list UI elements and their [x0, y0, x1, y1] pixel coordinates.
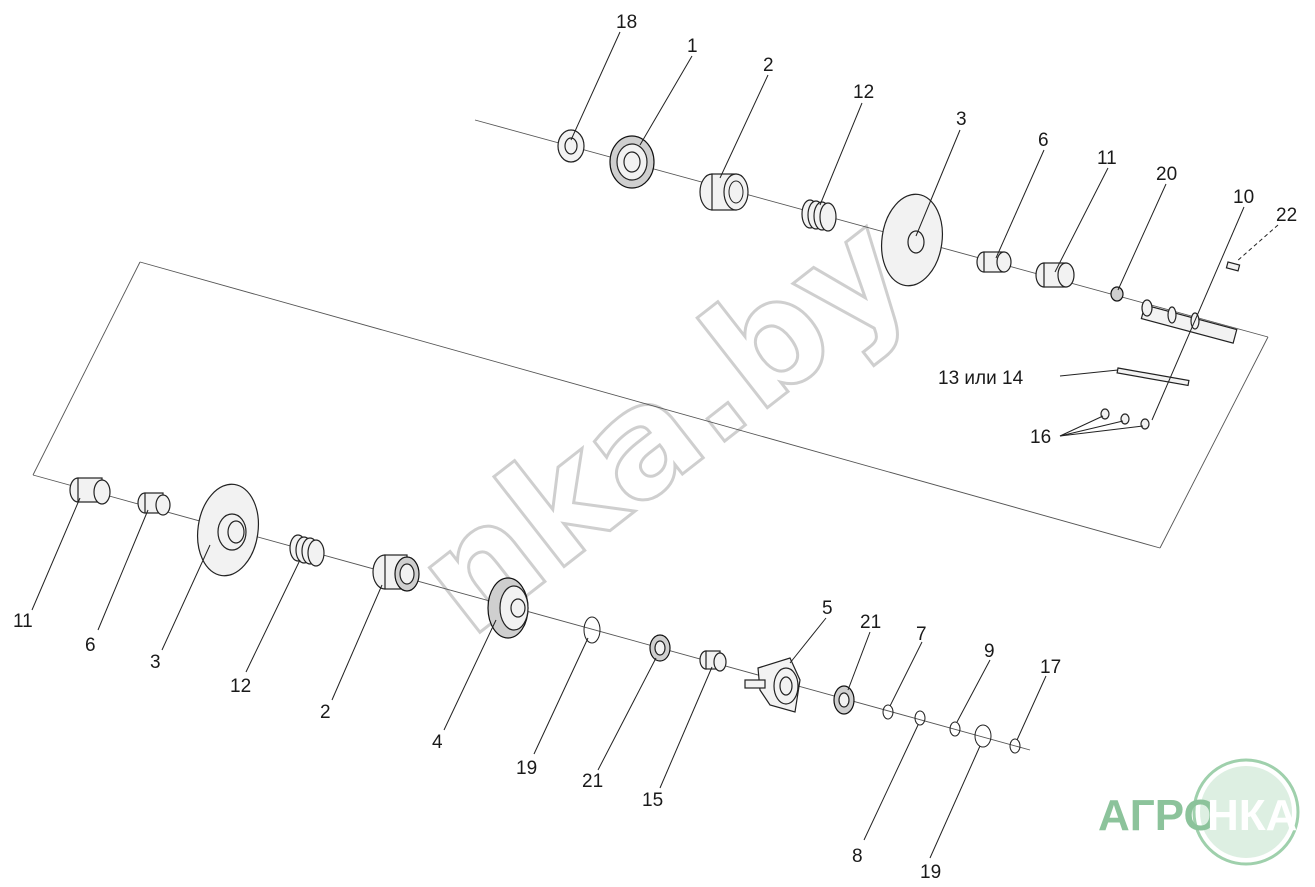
logo-circle: [1192, 758, 1300, 866]
part-2-bushing-upper: [699, 173, 749, 211]
part-12-spring-upper: [801, 199, 837, 232]
part-11-sleeve-lower: [69, 477, 111, 505]
callout-11-bottom: 11: [13, 611, 33, 632]
callout-11-top: 11: [1097, 148, 1117, 169]
callout-4: 4: [432, 732, 443, 753]
part-6-sleeve-lower: [137, 492, 171, 516]
part-20-nut: [1110, 286, 1124, 302]
part-3-disc-upper: [881, 193, 943, 287]
part-1-seal: [609, 135, 655, 189]
callout-19-lower: 19: [516, 758, 537, 779]
part-8-ring: [914, 710, 926, 726]
callout-2-bottom: 2: [320, 702, 331, 723]
callout-3-bottom: 3: [150, 652, 161, 673]
part-7-ring: [882, 704, 894, 720]
callout-8: 8: [852, 846, 863, 867]
callout-7: 7: [916, 624, 927, 645]
part-12-spring-lower: [289, 534, 325, 567]
part-19-ring-right: [974, 724, 992, 748]
callout-15: 15: [642, 790, 663, 811]
assembly-axes: [32, 119, 1269, 751]
part-18-washer: [557, 129, 585, 163]
part-22-pin: [1225, 261, 1241, 272]
callout-13-14: 13 или 14: [938, 368, 1024, 389]
callout-3-top: 3: [956, 109, 967, 130]
part-9-ring: [949, 721, 961, 737]
callout-9: 9: [984, 641, 995, 662]
part-4-pulley: [487, 577, 529, 639]
part-3-disc-lower: [197, 483, 259, 577]
part-21-bearing-right: [833, 685, 855, 715]
callout-6-top: 6: [1038, 130, 1049, 151]
callout-19-right: 19: [920, 862, 941, 883]
part-5-housing: [744, 657, 801, 713]
part-2-bushing-lower: [372, 554, 420, 592]
callout-21-right: 21: [860, 612, 881, 633]
callout-6-bottom: 6: [85, 635, 96, 656]
callout-10: 10: [1233, 187, 1254, 208]
callout-17: 17: [1040, 657, 1061, 678]
agronka-logo: АГРО НКА: [1098, 758, 1300, 866]
part-19-ring-lower: [583, 616, 601, 644]
leader-lines: [31, 31, 1279, 859]
part-13-14-rod: [1116, 367, 1190, 387]
logo-text-right: НКА: [1207, 791, 1297, 840]
callout-16: 16: [1030, 427, 1051, 448]
callout-20: 20: [1156, 164, 1177, 185]
part-21-bearing-lower: [649, 634, 671, 662]
part-11-sleeve-upper: [1035, 262, 1075, 288]
callout-12-top: 12: [853, 82, 874, 103]
logo-text-left: АГРО: [1098, 791, 1218, 840]
callout-2-top: 2: [763, 55, 774, 76]
callout-12-bottom: 12: [230, 676, 251, 697]
callout-labels: 18 1 2 12 3 6 11 20 10 22 13 или 14 16 1…: [13, 12, 1297, 883]
callout-22: 22: [1276, 205, 1297, 226]
callout-5: 5: [822, 598, 833, 619]
callout-1: 1: [687, 36, 698, 57]
callout-18: 18: [616, 12, 637, 33]
part-6-sleeve-upper: [976, 251, 1012, 273]
callout-21-lower: 21: [582, 771, 603, 792]
part-17-ring: [1009, 738, 1021, 754]
part-15-bushing: [699, 650, 727, 672]
